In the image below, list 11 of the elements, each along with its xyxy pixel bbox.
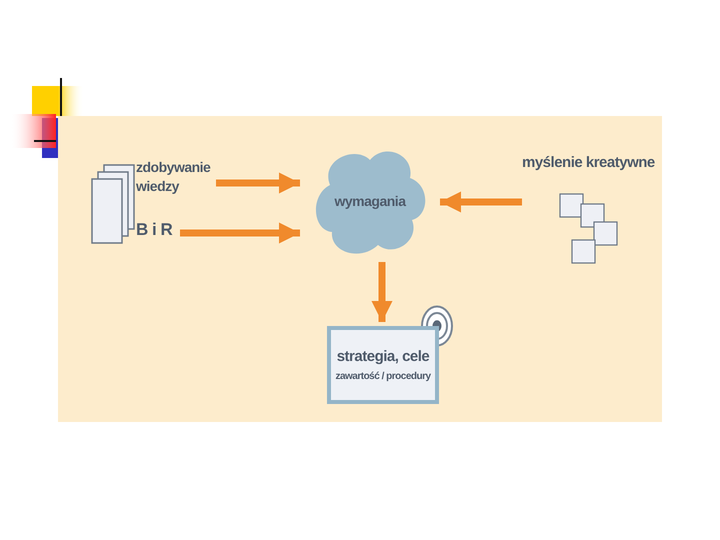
heading-text: strategia, cele <box>336 348 430 365</box>
strategy-box <box>327 326 439 404</box>
heading-text: B i R <box>136 220 174 239</box>
arrow <box>372 262 392 322</box>
heading-text: zdobywanie wiedzy <box>136 158 212 196</box>
heading-text: myślenie kreatywne <box>522 154 656 171</box>
arrow <box>440 192 522 212</box>
subheading-text: zawartość / procedury <box>335 371 431 382</box>
arrow <box>216 172 300 194</box>
cloud-label: wymagania <box>334 193 406 209</box>
arrow <box>180 222 300 244</box>
